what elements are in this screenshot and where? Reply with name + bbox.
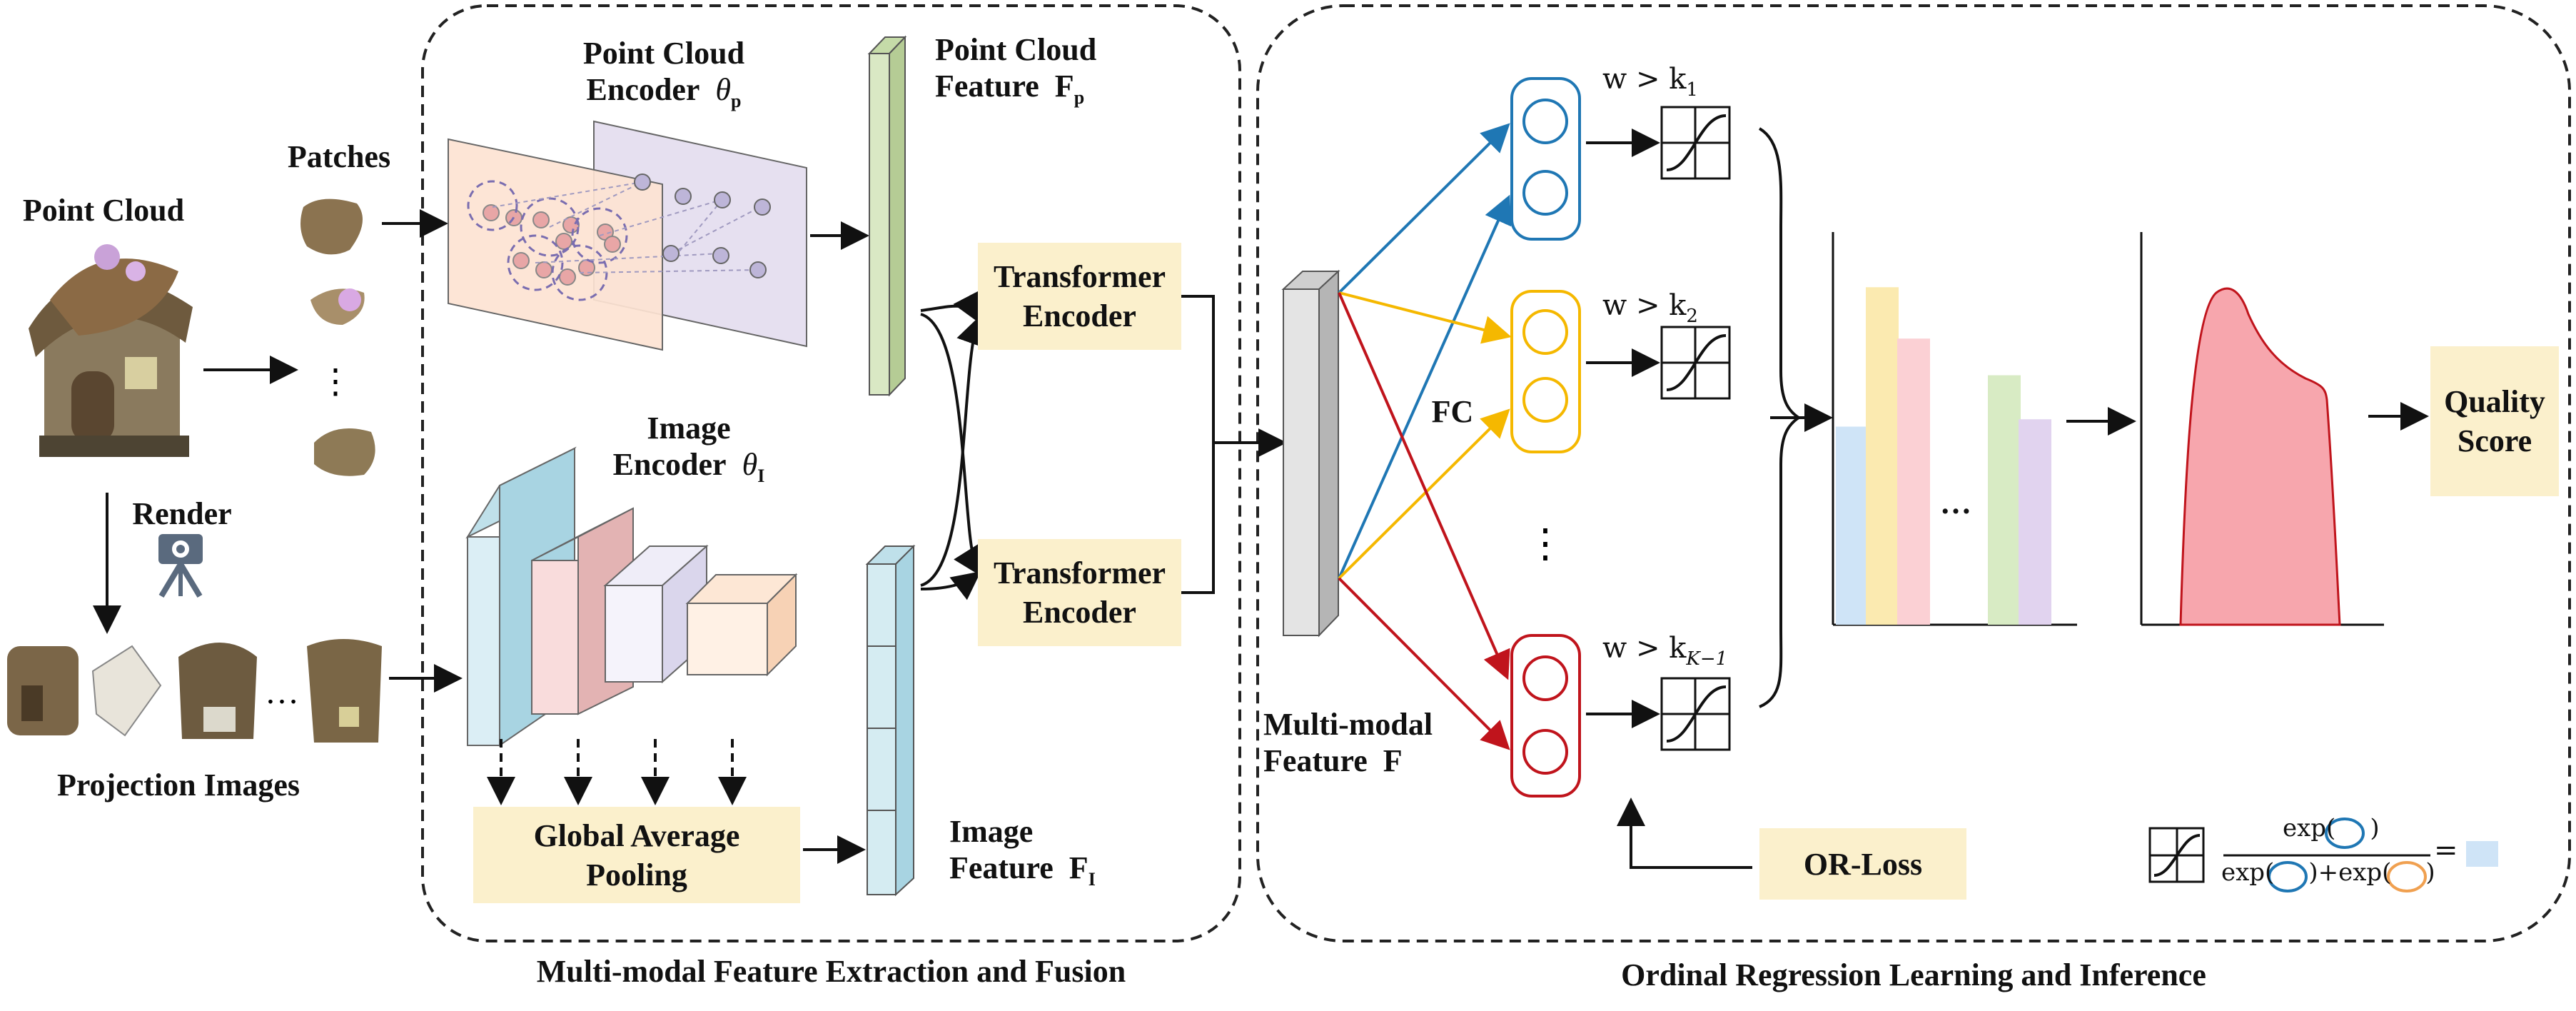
projection-image-thumbnails bbox=[7, 639, 382, 743]
pc-lines bbox=[492, 181, 761, 273]
sigmoid-icon-1 bbox=[1660, 106, 1731, 180]
bar-chart bbox=[1832, 232, 2077, 626]
sigmoid-icon-k bbox=[1660, 677, 1731, 751]
fc-arrows-red bbox=[1338, 292, 1510, 750]
patches-ellipsis: ⋮ bbox=[318, 363, 353, 401]
bars-ellipsis: … bbox=[1940, 486, 1971, 520]
threshold-label-2: w > k2 bbox=[1602, 289, 1698, 327]
formula-den-orange-circle bbox=[2387, 861, 2427, 892]
img-feature-dividers bbox=[867, 645, 896, 811]
point-cloud-label: Point Cloud bbox=[22, 193, 185, 228]
threshold-label-1: w > k1 bbox=[1602, 63, 1698, 101]
img-feature-bar bbox=[867, 563, 896, 895]
projection-images-label: Projection Images bbox=[56, 768, 300, 803]
threshold-label-k: w > kK−1 bbox=[1602, 632, 1728, 670]
pc-feature-bar-side bbox=[889, 35, 906, 397]
patch-thumbnails bbox=[300, 198, 375, 476]
pc-encoder-theta: θ bbox=[715, 71, 732, 107]
img-feature-label: Image Feature FI bbox=[949, 814, 1096, 890]
section-right-frame bbox=[1256, 4, 2571, 942]
img-encoder-theta: θ bbox=[742, 446, 758, 482]
section-left-title: Multi-modal Feature Extraction and Fusio… bbox=[536, 954, 1126, 989]
fc-label: FC bbox=[1431, 394, 1474, 429]
section-left-frame bbox=[421, 4, 1241, 942]
bar-1 bbox=[1836, 426, 1869, 625]
img-encoder-label: Image Encoder θI bbox=[612, 411, 765, 486]
formula-sigmoid-icon bbox=[2148, 827, 2205, 883]
projection-ellipsis: … bbox=[265, 673, 299, 711]
camera-icon bbox=[158, 534, 203, 598]
img-encoder-block-4 bbox=[685, 573, 798, 677]
pc-feature-bar bbox=[869, 53, 890, 396]
fc-arrows-blue bbox=[1338, 123, 1512, 579]
patches-label: Patches bbox=[287, 139, 391, 174]
classifier-node-1 bbox=[1510, 77, 1581, 241]
formula-result-square bbox=[2466, 841, 2498, 867]
pc-feature-label: Point Cloud Feature Fp bbox=[935, 32, 1097, 108]
pooling-arrows bbox=[487, 739, 747, 805]
pc-encoder-label: Point Cloud Encoder θp bbox=[582, 36, 745, 111]
img-feature-bar-side bbox=[895, 544, 914, 897]
distribution-chart bbox=[2140, 232, 2384, 626]
mm-feature-bar-side bbox=[1318, 269, 1339, 638]
bar-4 bbox=[1988, 375, 2021, 625]
bar-5 bbox=[2019, 419, 2051, 625]
arrow-img-to-transformer-1 bbox=[920, 316, 984, 587]
or-loss-box: OR-Loss bbox=[1759, 828, 1966, 900]
transformer-1-output-line bbox=[1181, 295, 1215, 443]
nodes-vertical-ellipsis: ⋮ bbox=[1525, 522, 1565, 566]
formula-equals: = bbox=[2434, 834, 2458, 867]
pc-feature-points bbox=[634, 173, 771, 278]
or-loss-feedback-arrow bbox=[1617, 798, 1752, 869]
arrow-pc-to-transformer-1 bbox=[920, 291, 979, 323]
bar-2 bbox=[1866, 287, 1899, 625]
arrow-img-to-transformer-2 bbox=[920, 571, 981, 600]
classifier-node-2 bbox=[1510, 290, 1581, 453]
sigmoid-icon-2 bbox=[1660, 326, 1731, 400]
formula-denominator: exp()+exp() bbox=[2221, 858, 2435, 887]
img-encoder-block-1 bbox=[465, 446, 577, 747]
mm-feature-label: Multi-modal Feature F bbox=[1263, 707, 1433, 778]
formula-numerator: exp() bbox=[2283, 814, 2380, 842]
section-right-title: Ordinal Regression Learning and Inferenc… bbox=[1621, 957, 2206, 992]
mm-feature-bar bbox=[1283, 288, 1320, 636]
distribution-curve bbox=[2179, 287, 2341, 626]
formula-num-blue-circle bbox=[2325, 818, 2365, 849]
render-label: Render bbox=[132, 496, 232, 531]
pc-points bbox=[483, 204, 621, 286]
arrow-pc-to-transformer-2 bbox=[920, 313, 981, 576]
classifier-node-k bbox=[1510, 634, 1581, 798]
bar-3 bbox=[1897, 338, 1930, 625]
formula-den-blue-circle bbox=[2268, 861, 2308, 892]
point-cloud-house bbox=[29, 244, 193, 457]
transformer-2-output-line bbox=[1181, 443, 1215, 594]
fc-arrows-yellow bbox=[1338, 291, 1512, 580]
